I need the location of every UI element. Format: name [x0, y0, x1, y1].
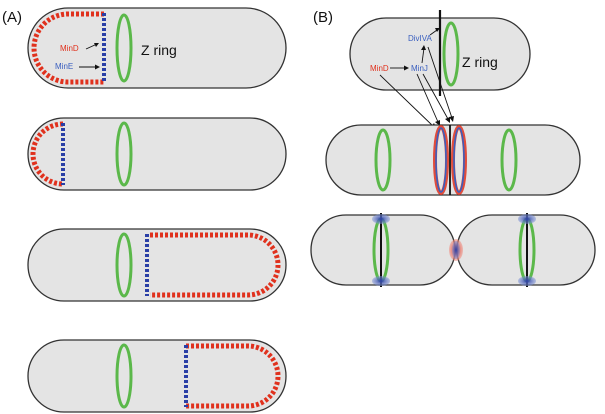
- divlva-patch: [372, 214, 390, 224]
- panel-a-cell-4: [27, 339, 287, 413]
- mind-polar-cap: [30, 121, 64, 187]
- mind-label: MinD: [60, 44, 79, 53]
- panel-b-cell-3-right: [456, 213, 596, 287]
- mind-polar-cap: [186, 343, 281, 409]
- arrow-head-icon: [95, 64, 100, 70]
- arrow-head-icon: [421, 45, 426, 50]
- divlva-patch: [518, 214, 536, 224]
- arrow-head-icon: [94, 43, 99, 47]
- divlva-patch: [372, 276, 390, 286]
- z-ring: [500, 128, 518, 192]
- z-ring-label: Z ring: [141, 42, 177, 58]
- z-ring: [115, 121, 133, 187]
- arrow-head-icon: [404, 65, 409, 71]
- minj-to-divlva-arrow: [421, 47, 425, 64]
- mind-polar-cap: [150, 232, 281, 298]
- long-arrows: [379, 46, 454, 130]
- mind-septal-ring: [451, 125, 467, 195]
- divlva-pole-patch: [452, 241, 460, 259]
- divlva-label: DivIVA: [408, 34, 433, 43]
- panel-b-label: (B): [313, 9, 333, 26]
- z-ring: [115, 13, 133, 83]
- mind-label-b: MinD: [370, 64, 389, 73]
- panel-b-cell-3-left: [310, 213, 456, 287]
- arrow-head-icon: [435, 28, 440, 32]
- panel-b-cell-1: Z ring DivIVA MinJ MinD: [349, 10, 531, 96]
- arrow-head-icon: [445, 117, 450, 123]
- panel-b-cell-2: [325, 124, 581, 196]
- divlva-arrow: [429, 29, 438, 36]
- z-ring: [115, 232, 133, 298]
- divlva-patch: [518, 276, 536, 286]
- minj-septal-ring: [435, 127, 447, 193]
- minj-septal-ring: [453, 127, 465, 193]
- z-ring: [374, 128, 392, 192]
- z-ring-label-b: Z ring: [462, 54, 498, 70]
- panel-a-label: (A): [2, 9, 22, 26]
- minj-label: MinJ: [411, 64, 428, 73]
- mind-septal-ring: [433, 125, 449, 195]
- mine-label: MinE: [55, 62, 73, 71]
- arrow-head-icon: [449, 116, 454, 122]
- panel-a-cell-1: Z ring MinD MinE: [27, 7, 287, 89]
- panel-a-cell-3: [27, 228, 287, 302]
- mind-polar-cap: [31, 11, 104, 85]
- panel-a-cell-2: [27, 117, 287, 191]
- z-ring: [442, 21, 460, 87]
- z-ring: [115, 343, 133, 409]
